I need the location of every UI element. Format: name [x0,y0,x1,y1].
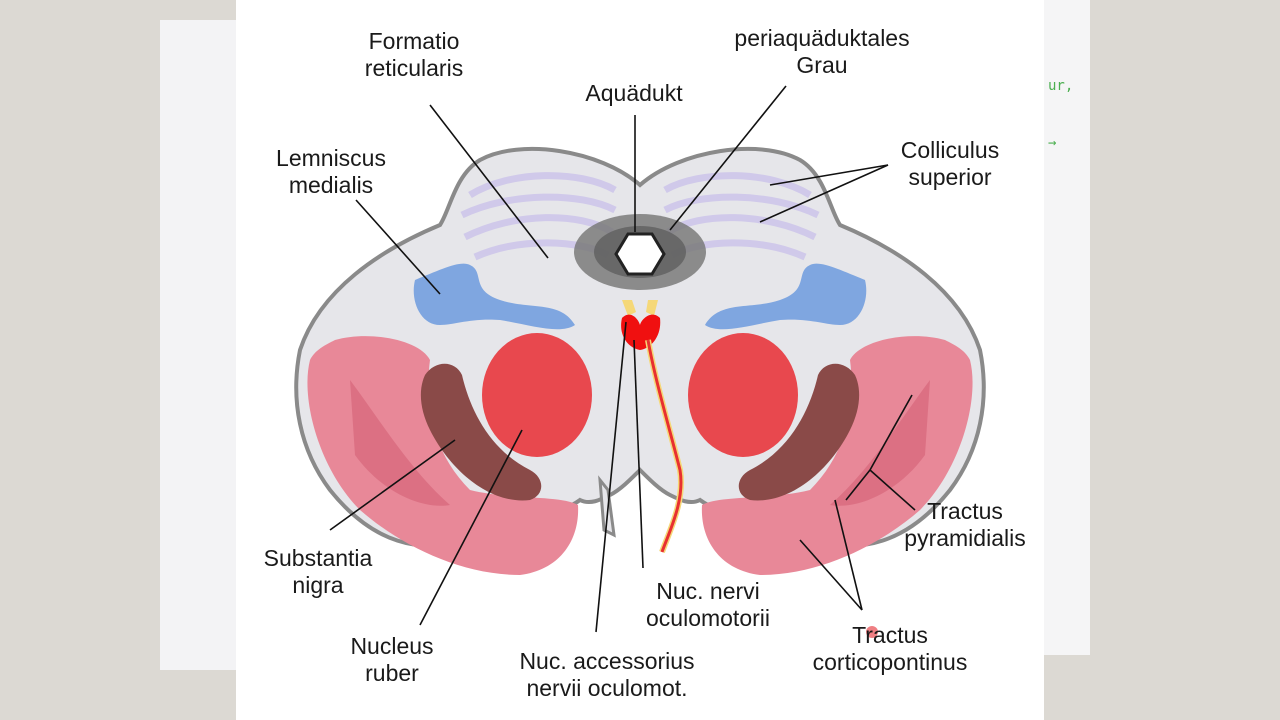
background-paper-right: ur, → [1044,0,1090,655]
substantia-nigra-left [420,363,542,501]
leader-lines [329,85,916,633]
crus-cerebri-left [307,336,579,575]
substantia-nigra-right [738,363,860,501]
nucleus-ruber-right [688,333,798,457]
edge-arrow-fragment: → [1048,135,1057,151]
watermark-dot [866,626,878,638]
edge-text-fragment: ur, [1048,78,1074,94]
crus-cerebri-right [701,336,973,575]
aqueduct [614,232,666,276]
lemniscus-medialis-right [705,263,867,330]
background-paper-left [160,20,240,670]
nuc-accessorius-oculomotorii [622,300,658,316]
label-aquaeduct: Aquädukt [585,80,683,106]
midline-notch [598,475,616,538]
lemniscus-medialis-left [413,263,575,330]
nucleus-ruber-left [482,333,592,457]
